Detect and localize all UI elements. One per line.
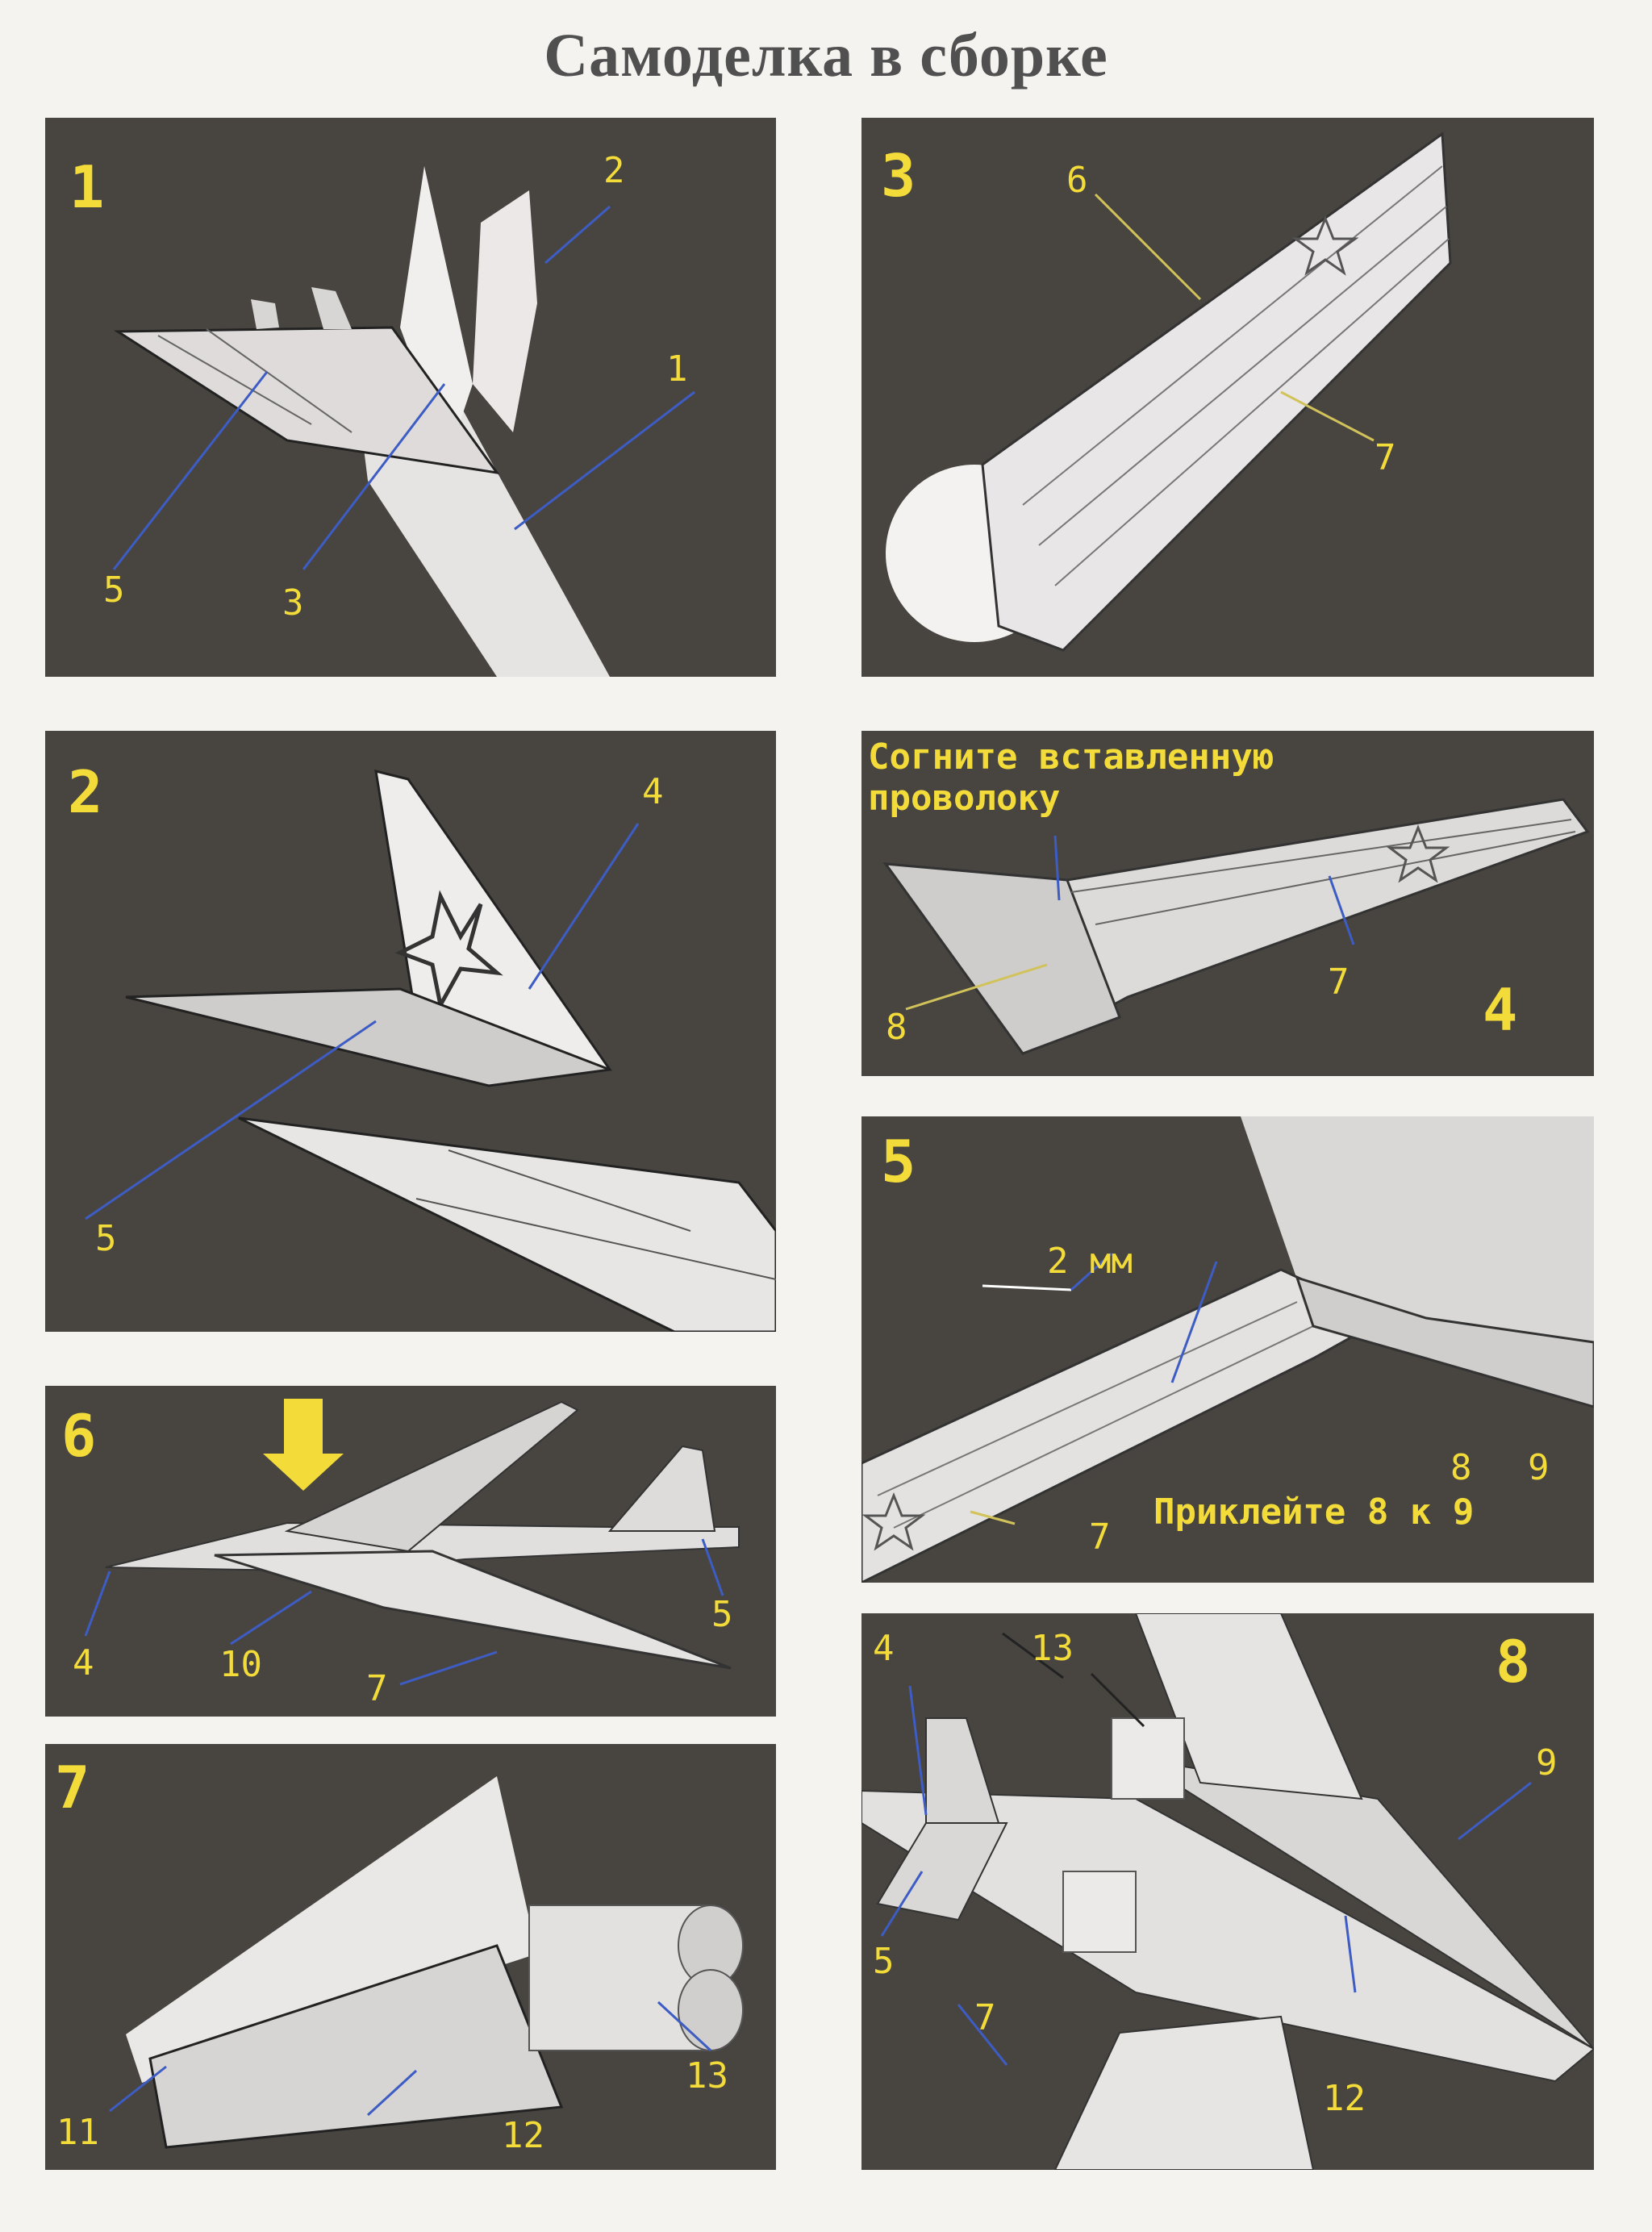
panel-number: 1 [69,153,105,221]
photo-panel-5: 5 2 мм 7 8 9 Приклейте 8 к 9 [861,1116,1594,1583]
part-label: 4 [73,1642,94,1683]
part-label: 12 [1323,2078,1366,2119]
model-photo-3 [886,131,1452,652]
part-label: 7 [1089,1517,1111,1558]
part-label: 5 [95,1218,117,1259]
part-label: 3 [282,582,304,624]
part-label: 4 [873,1628,895,1669]
part-label: 10 [219,1644,262,1685]
photo-panel-6: 6 4 5 7 10 [45,1386,776,1717]
panel-number: 8 [1496,1628,1531,1696]
photo-panel-2: 2 4 5 [45,731,776,1332]
model-photo-4 [882,798,1590,1055]
panel-number: 3 [881,142,916,210]
part-label: 11 [56,2112,99,2153]
part-label: 7 [974,1997,996,2038]
model-photo-2 [85,769,776,1332]
model-photo-7 [109,1776,744,2149]
panel-number: 2 [68,758,103,826]
instruction-note: Согните вставленную проволоку [868,736,1274,819]
part-label: 13 [686,2055,728,2096]
photo-panel-1: 1 1 2 3 5 [45,118,776,677]
photo-panel-7: 7 11 12 13 [45,1744,776,2170]
photo-panel-4: Согните вставленную проволоку 4 7 8 [861,731,1594,1076]
part-label: 12 [502,2115,544,2156]
panel-number: 7 [55,1754,90,1821]
part-label: 5 [873,1941,895,1982]
photo-panel-8: 8 4 5 7 9 12 13 [861,1613,1594,2170]
part-label: 13 [1031,1628,1074,1669]
instruction-note: Приклейте 8 к 9 [1153,1491,1475,1533]
part-label: 7 [1328,962,1350,1003]
part-label: 8 [886,1007,907,1048]
panel-number: 5 [881,1128,916,1195]
part-label: 2 мм [1047,1241,1133,1282]
part-label: 9 [1528,1447,1550,1488]
part-label: 7 [1375,437,1396,478]
model-photo-6 [84,1399,740,1686]
part-label: 2 [603,150,625,191]
model-photo-1 [112,166,695,677]
panel-number: 4 [1483,976,1518,1044]
model-photo-5 [861,1116,1594,1583]
part-label: 1 [666,348,688,390]
part-label: 5 [103,569,125,611]
part-label: 6 [1066,160,1088,201]
page-title: Самоделка в сборке [544,22,1108,90]
part-label: 7 [366,1668,388,1709]
part-label: 9 [1536,1742,1558,1784]
panel-number: 6 [61,1402,97,1470]
part-label: 8 [1450,1447,1472,1488]
part-label: 5 [711,1594,733,1635]
part-label: 4 [642,771,664,812]
model-photo-8 [861,1613,1594,2170]
photo-panel-3: 3 6 7 [861,118,1594,677]
